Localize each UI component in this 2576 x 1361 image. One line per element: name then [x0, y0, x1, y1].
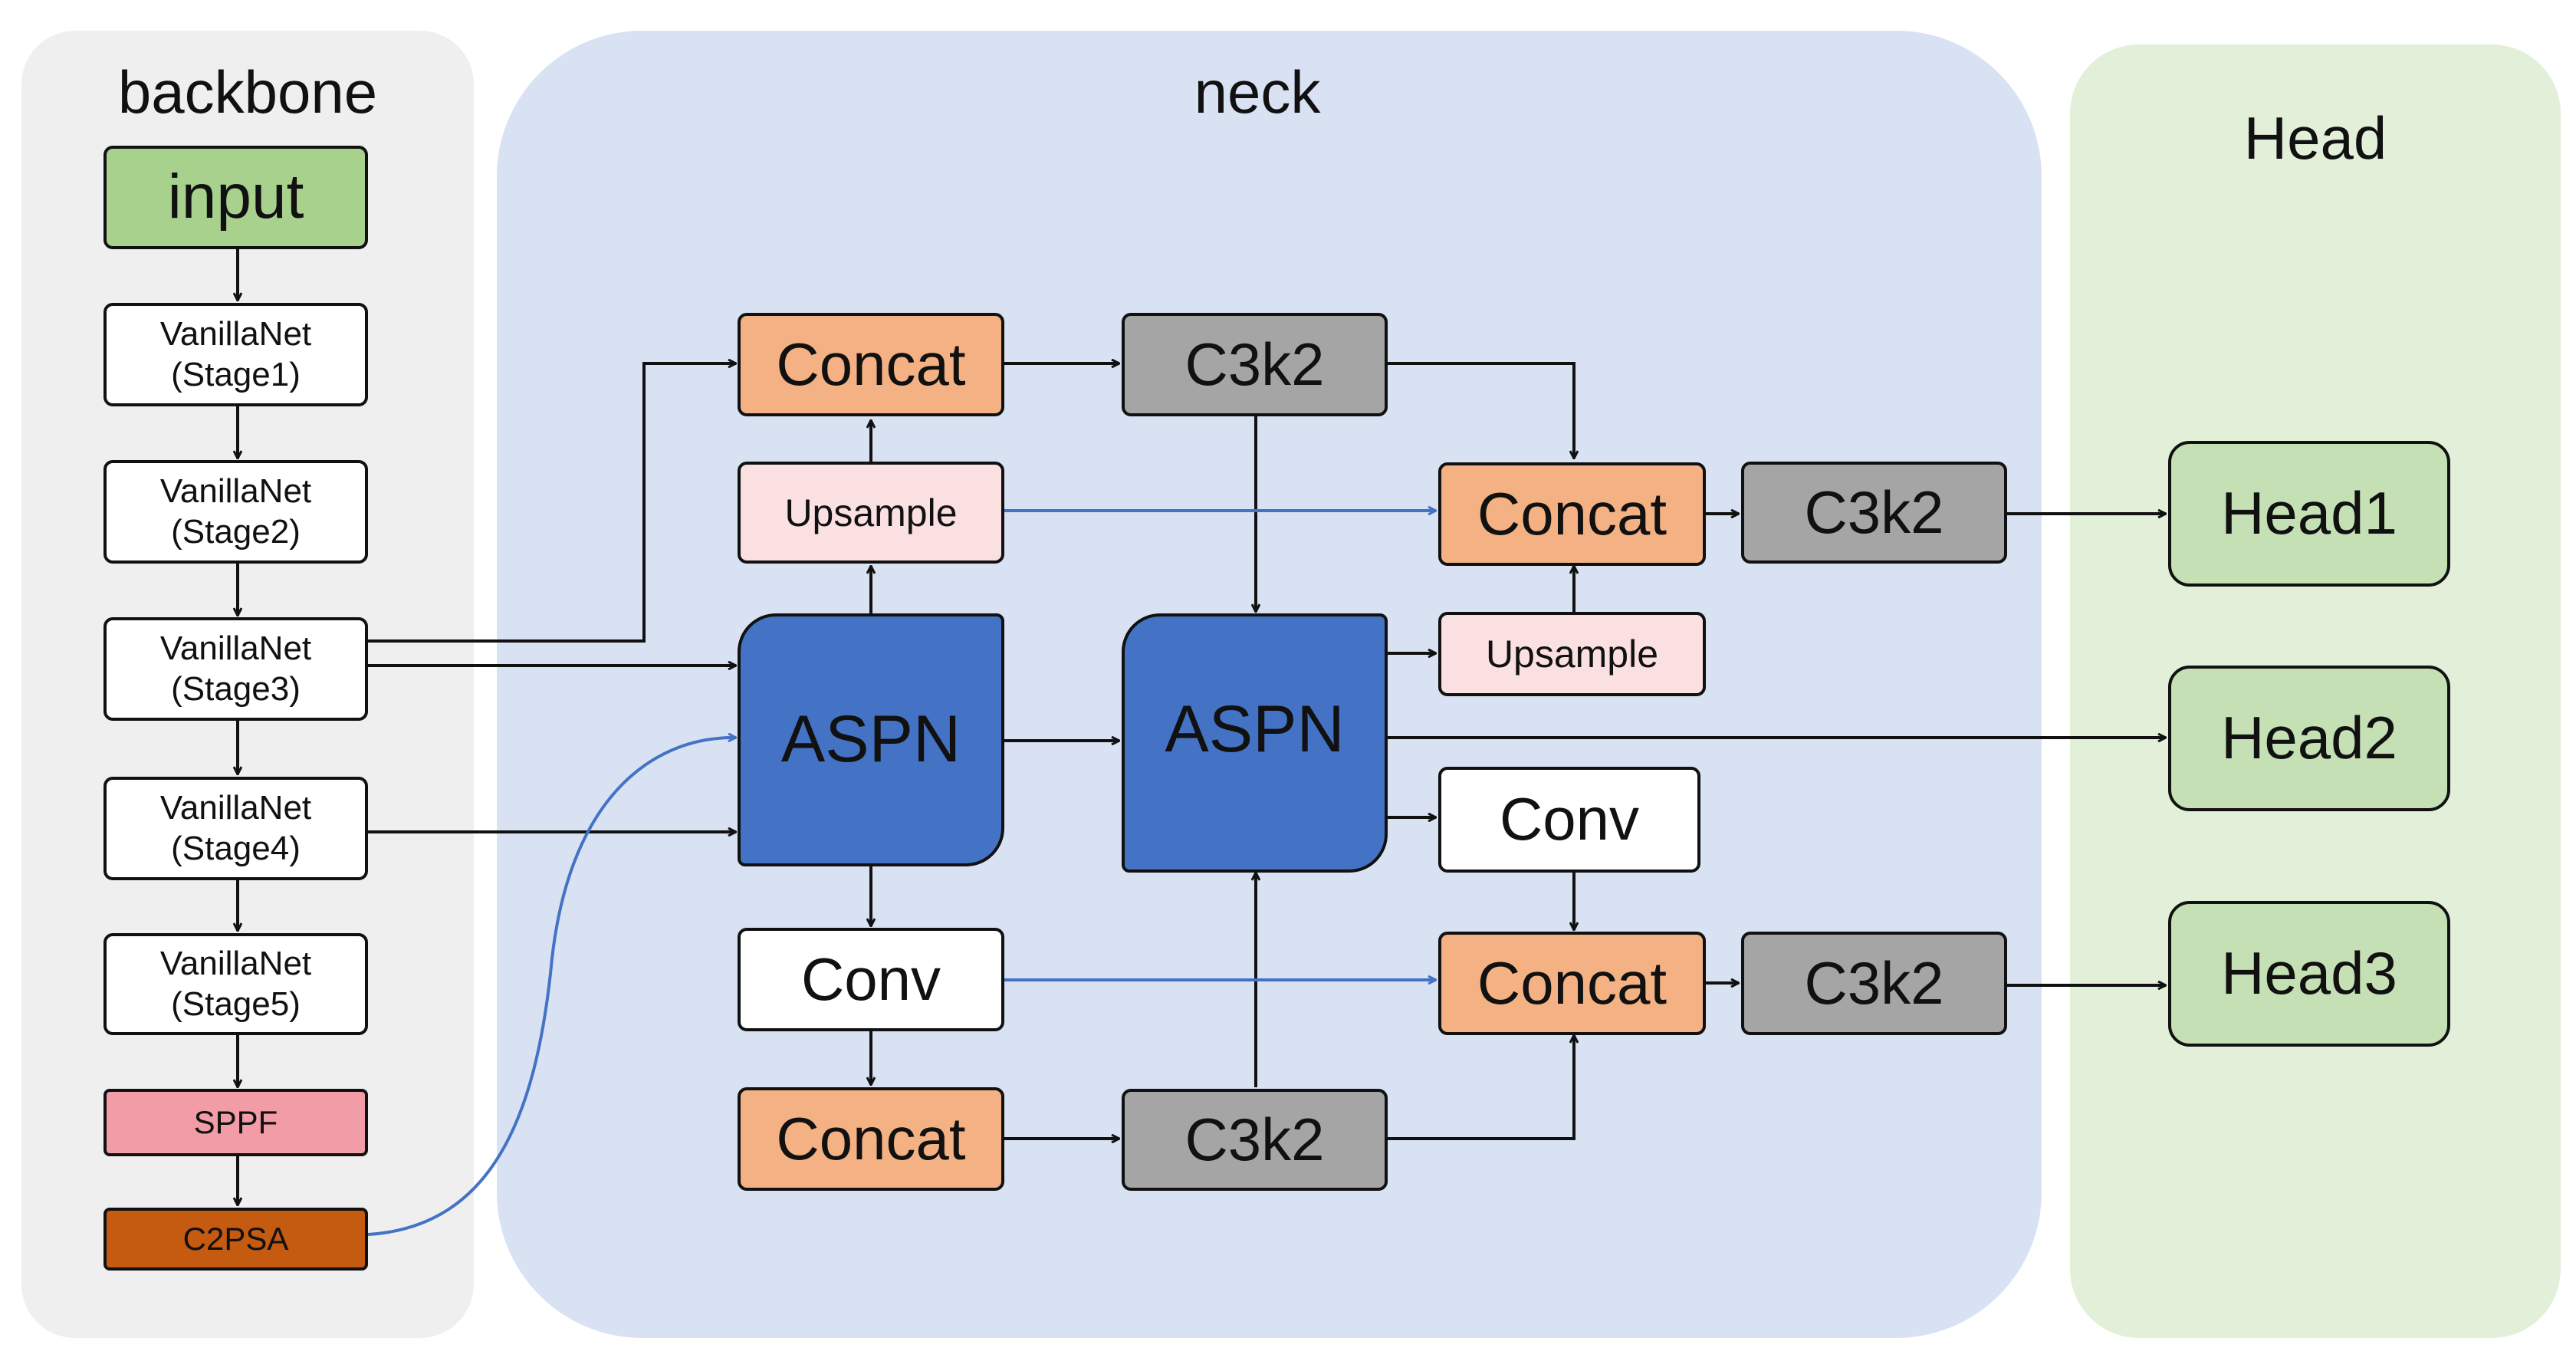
c3k2-mid-label: C3k2 — [1804, 478, 1944, 546]
c3k2-top-label: C3k2 — [1184, 330, 1325, 398]
concat-bottom-label: Concat — [776, 1104, 966, 1172]
input-node-label: input — [167, 162, 304, 232]
conv-right-node: Conv — [1438, 767, 1700, 873]
vanillanet-stage2-node: VanillaNet (Stage2) — [104, 460, 368, 564]
upsample-left-label: Upsample — [784, 491, 958, 534]
vanillanet-stage5-label: VanillaNet (Stage5) — [159, 944, 312, 1023]
vanillanet-stage4-label: VanillaNet (Stage4) — [159, 788, 312, 867]
vanillanet-stage3-node: VanillaNet (Stage3) — [104, 617, 368, 721]
upsample-left-node: Upsample — [738, 462, 1004, 564]
concat-top-label: Concat — [776, 330, 966, 398]
concat-low-right-node: Concat — [1438, 932, 1706, 1035]
vanillanet-stage2-label: VanillaNet (Stage2) — [159, 472, 312, 551]
aspn-right-node: ASPN — [1122, 613, 1388, 873]
head-title: Head — [2243, 104, 2387, 172]
concat-mid-label: Concat — [1477, 479, 1668, 547]
aspn-left-node: ASPN — [738, 613, 1004, 866]
conv-left-label: Conv — [800, 945, 941, 1013]
conv-right-label: Conv — [1499, 785, 1640, 853]
conv-left-node: Conv — [738, 928, 1004, 1031]
head3-node: Head3 — [2168, 901, 2450, 1047]
c3k2-bottom-node: C3k2 — [1122, 1089, 1388, 1191]
concat-top-node: Concat — [738, 313, 1004, 416]
upsample-right-node: Upsample — [1438, 612, 1706, 696]
c3k2-low-right-label: C3k2 — [1804, 948, 1944, 1017]
sppf-label: SPPF — [193, 1103, 278, 1140]
input-node: input — [104, 146, 368, 249]
c2psa-node: C2PSA — [104, 1208, 368, 1271]
concat-bottom-node: Concat — [738, 1087, 1004, 1191]
neck-title: neck — [1194, 58, 1321, 126]
aspn-right-label: ASPN — [1165, 692, 1345, 766]
vanillanet-stage3-label: VanillaNet (Stage3) — [159, 629, 312, 708]
aspn-left-label: ASPN — [780, 702, 961, 777]
vanillanet-stage1-node: VanillaNet (Stage1) — [104, 303, 368, 406]
concat-low-right-label: Concat — [1477, 948, 1668, 1017]
c2psa-label: C2PSA — [182, 1220, 289, 1257]
vanillanet-stage1-label: VanillaNet (Stage1) — [159, 314, 312, 393]
c3k2-top-node: C3k2 — [1122, 313, 1388, 416]
head2-label: Head2 — [2221, 704, 2397, 772]
backbone-title: backbone — [117, 58, 378, 126]
concat-mid-node: Concat — [1438, 462, 1706, 566]
c3k2-mid-node: C3k2 — [1741, 462, 2007, 564]
head3-label: Head3 — [2221, 939, 2397, 1008]
c3k2-low-right-node: C3k2 — [1741, 932, 2007, 1035]
upsample-right-label: Upsample — [1485, 633, 1659, 676]
head1-label: Head1 — [2221, 479, 2397, 547]
head1-node: Head1 — [2168, 441, 2450, 587]
vanillanet-stage5-node: VanillaNet (Stage5) — [104, 933, 368, 1035]
c3k2-bottom-label: C3k2 — [1184, 1105, 1325, 1173]
vanillanet-stage4-node: VanillaNet (Stage4) — [104, 777, 368, 880]
head2-node: Head2 — [2168, 666, 2450, 811]
sppf-node: SPPF — [104, 1089, 368, 1156]
